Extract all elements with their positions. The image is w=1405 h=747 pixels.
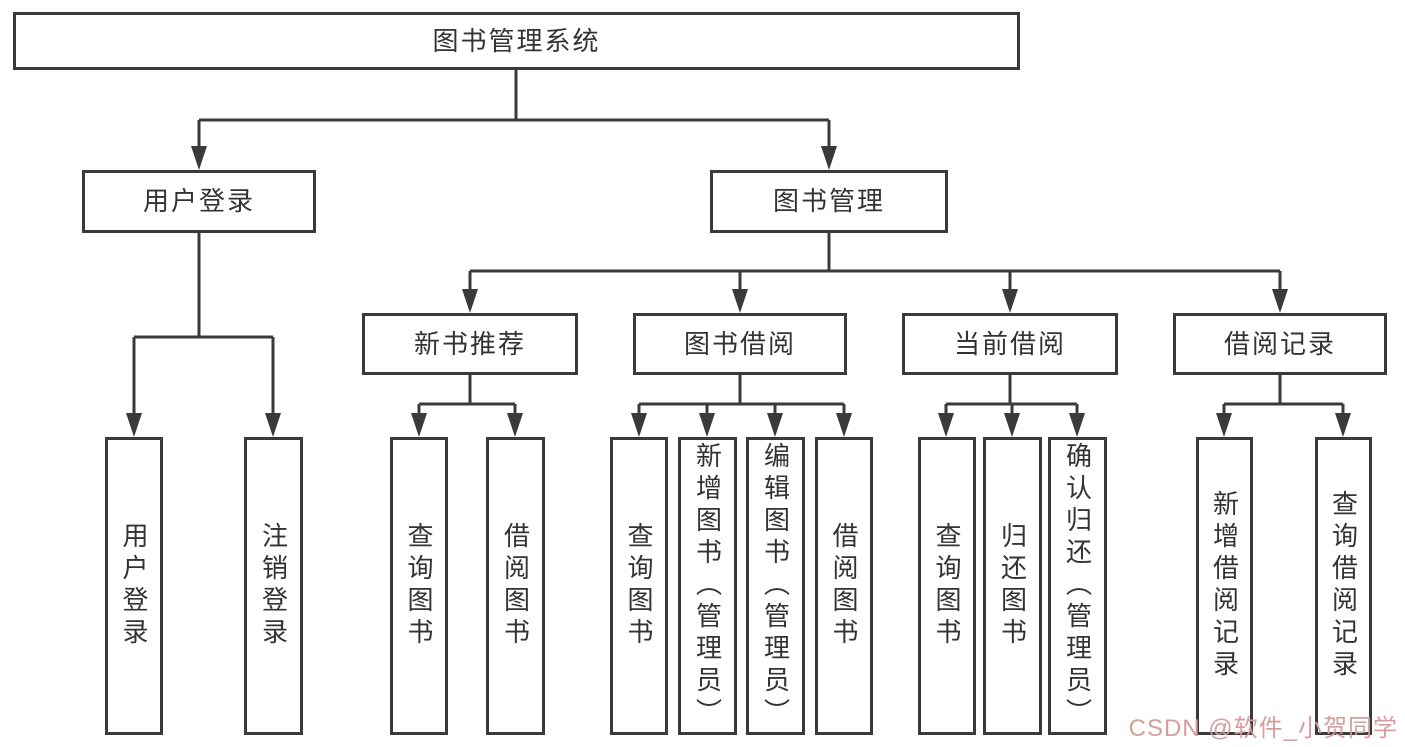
connector-book-management-to-level3 [468,233,1282,292]
node-label: 借阅图书 [500,522,531,650]
node-label: 新增借阅记录 [1209,490,1240,682]
node-label: 图书借阅 [683,328,796,359]
node-borrowing-records: 借阅记录 [1173,313,1387,375]
node-label: 查询图书 [404,522,434,650]
node-label: 用户登录 [119,522,149,650]
node-label: 图书管理 [772,186,885,217]
leaf-add-books-admin: 新增图书（管理员） [678,437,737,735]
node-label: 新书推荐 [413,328,526,359]
node-label: 查询图书 [624,522,654,650]
arrowheads [126,146,1351,437]
node-label: 归还图书 [997,522,1028,650]
node-user-login: 用户登录 [82,170,316,233]
leaf-edit-books-admin: 编辑图书（管理员） [746,437,805,735]
node-label: 借阅记录 [1223,328,1336,359]
node-label: 借阅图书 [829,522,859,650]
leaf-query-books-under-recommend: 查询图书 [390,437,448,735]
leaf-borrow-books-under-borrowing: 借阅图书 [815,437,873,735]
node-label: 注销登录 [258,522,289,650]
node-label: 用户登录 [142,186,255,217]
leaf-query-books-under-borrowing: 查询图书 [610,437,668,735]
connector-new-book-recommend-to-leaves [417,375,517,416]
leaf-return-books: 归还图书 [983,437,1042,735]
connector-book-borrowing-to-leaves [637,375,846,416]
node-book-management: 图书管理 [710,170,948,233]
leaf-user-login: 用户登录 [105,437,163,735]
node-label: 查询借阅记录 [1328,490,1359,682]
node-label: 查询图书 [932,522,962,650]
node-label: 新增图书（管理员） [692,442,723,730]
node-library-management-system: 图书管理系统 [13,12,1020,70]
node-book-borrowing: 图书借阅 [633,313,847,375]
leaf-query-borrow-record: 查询借阅记录 [1315,437,1372,735]
leaf-add-borrow-record: 新增借阅记录 [1196,437,1253,735]
node-label: 当前借阅 [953,328,1066,359]
connector-user-login-to-leaves [132,233,275,415]
leaf-borrow-books-under-recommend: 借阅图书 [486,437,545,735]
leaf-query-books-under-current: 查询图书 [918,437,976,735]
connector-root-to-level2 [197,70,831,148]
connector-current-borrowing-to-leaves [944,375,1079,416]
leaf-logout-login: 注销登录 [244,437,303,735]
connector-borrowing-records-to-leaves [1222,375,1345,416]
node-new-book-recommend: 新书推荐 [362,313,578,375]
node-current-borrowing: 当前借阅 [902,313,1118,375]
node-label: 图书管理系统 [432,25,601,56]
node-label: 编辑图书（管理员） [760,442,791,730]
node-label: 确认归还（管理员） [1062,442,1093,730]
leaf-confirm-return-admin: 确认归还（管理员） [1048,437,1107,735]
